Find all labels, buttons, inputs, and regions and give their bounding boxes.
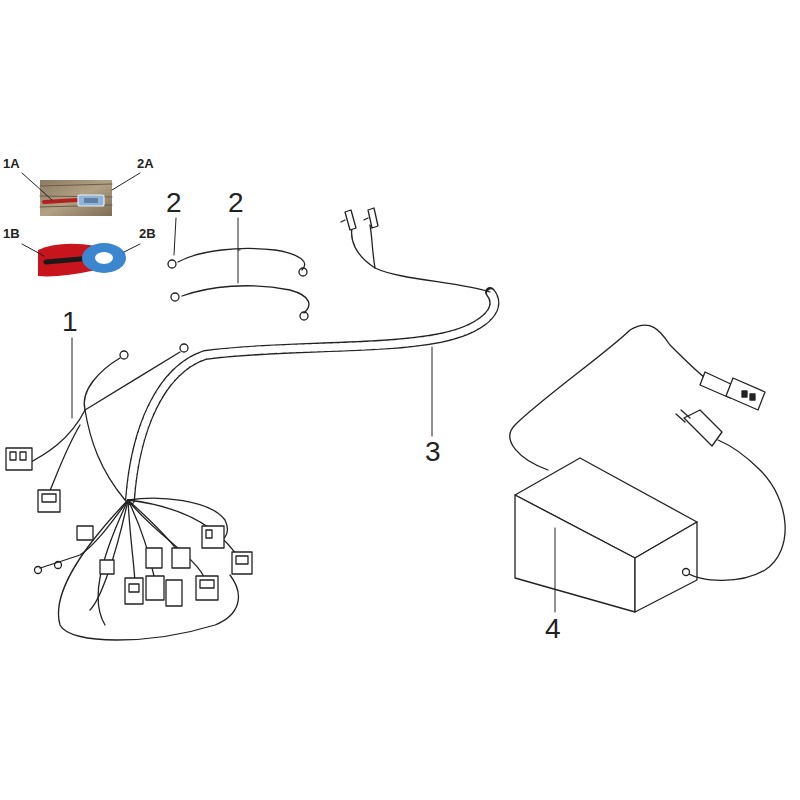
callout-number: 4 xyxy=(545,615,561,643)
callout-number: 2A xyxy=(137,157,154,170)
terminal-photo xyxy=(40,180,112,216)
callout-number: 1 xyxy=(62,308,78,336)
charger xyxy=(510,325,785,612)
beaded-harness xyxy=(130,208,494,500)
callout-number: 1B xyxy=(3,227,20,240)
callout-number: 2B xyxy=(139,227,156,240)
callout-number: 2 xyxy=(228,189,244,217)
harness-fan xyxy=(35,498,253,640)
harness-branch xyxy=(6,344,188,512)
callout-number: 2 xyxy=(166,189,182,217)
callout-number: 3 xyxy=(425,438,441,466)
callout-number: 1A xyxy=(3,157,20,170)
terminal-photo xyxy=(38,238,130,278)
